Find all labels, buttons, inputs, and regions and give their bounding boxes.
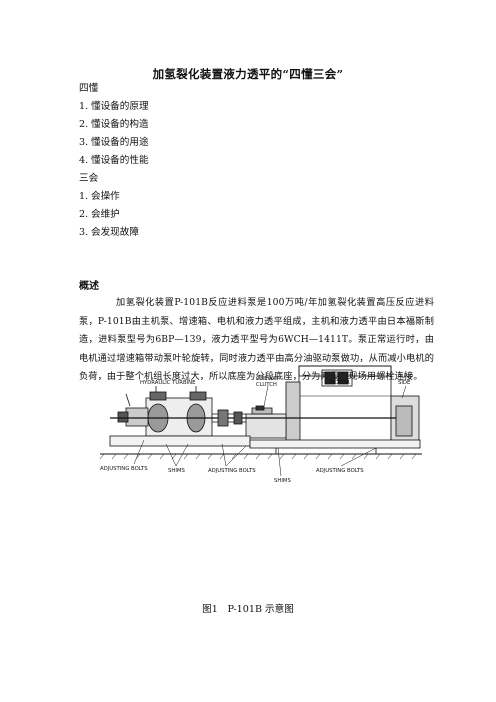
list-item: 3.懂设备的用途 xyxy=(79,137,149,149)
list-item-number: 1. xyxy=(79,191,89,202)
label-pump-side-line1: PUMP xyxy=(398,374,414,380)
overview-heading: 概述 xyxy=(79,281,99,292)
list-item-number: 3. xyxy=(79,227,89,238)
label-motor: MOTOR xyxy=(330,380,350,386)
list-item-number: 3. xyxy=(79,137,89,148)
document-title: 加氢裂化装置液力透平的“四懂三会” xyxy=(152,67,344,81)
section-four-understand-heading: 四懂 xyxy=(79,83,99,94)
list-item: 1.懂设备的原理 xyxy=(79,101,149,113)
list-item-text: 会发现故障 xyxy=(91,227,139,238)
label-oneway-clutch-line2: CLUTCH xyxy=(256,382,277,388)
list-item-text: 会维护 xyxy=(91,209,120,220)
section-three-can-heading: 三会 xyxy=(79,173,99,184)
list-item: 1.会操作 xyxy=(79,191,120,203)
label-adjusting-bolts-mid: ADJUSTING BOLTS xyxy=(208,468,256,474)
list-item-text: 会操作 xyxy=(91,191,120,202)
figure-caption: 图1 P-101B 示意图 xyxy=(202,604,294,615)
overview-paragraph: 加氢裂化装置P-101B反应进料泵是100万吨/年加氢裂化装置高压反应进料泵，P… xyxy=(79,297,434,383)
list-item-text: 懂设备的用途 xyxy=(91,137,149,148)
label-pump-side-line2: SIDE xyxy=(398,380,411,386)
pump-schematic-figure: HYDRAULIC TURBINE ONEWAY CLUTCH MOTOR PU… xyxy=(99,365,422,484)
label-oneway-clutch-line1: ONEWAY xyxy=(256,376,280,382)
label-adjusting-bolts-left: ADJUSTING BOLTS xyxy=(100,466,148,472)
list-item-text: 懂设备的构造 xyxy=(91,119,149,130)
label-shims-left: SHIMS xyxy=(168,468,185,474)
list-item-number: 1. xyxy=(79,101,89,112)
label-adjusting-bolts-right: ADJUSTING BOLTS xyxy=(316,468,364,474)
list-item: 3.会发现故障 xyxy=(79,227,139,239)
list-item-number: 4. xyxy=(79,155,89,166)
list-item: 4.懂设备的性能 xyxy=(79,155,149,167)
list-item: 2.会维护 xyxy=(79,209,120,221)
list-item-number: 2. xyxy=(79,209,89,220)
list-item: 2.懂设备的构造 xyxy=(79,119,149,131)
label-shims-mid: SHIMS xyxy=(274,478,291,484)
list-item-text: 懂设备的性能 xyxy=(91,155,149,166)
list-item-number: 2. xyxy=(79,119,89,130)
list-item-text: 懂设备的原理 xyxy=(91,101,149,112)
label-hydraulic-turbine: HYDRAULIC TURBINE xyxy=(140,380,196,386)
